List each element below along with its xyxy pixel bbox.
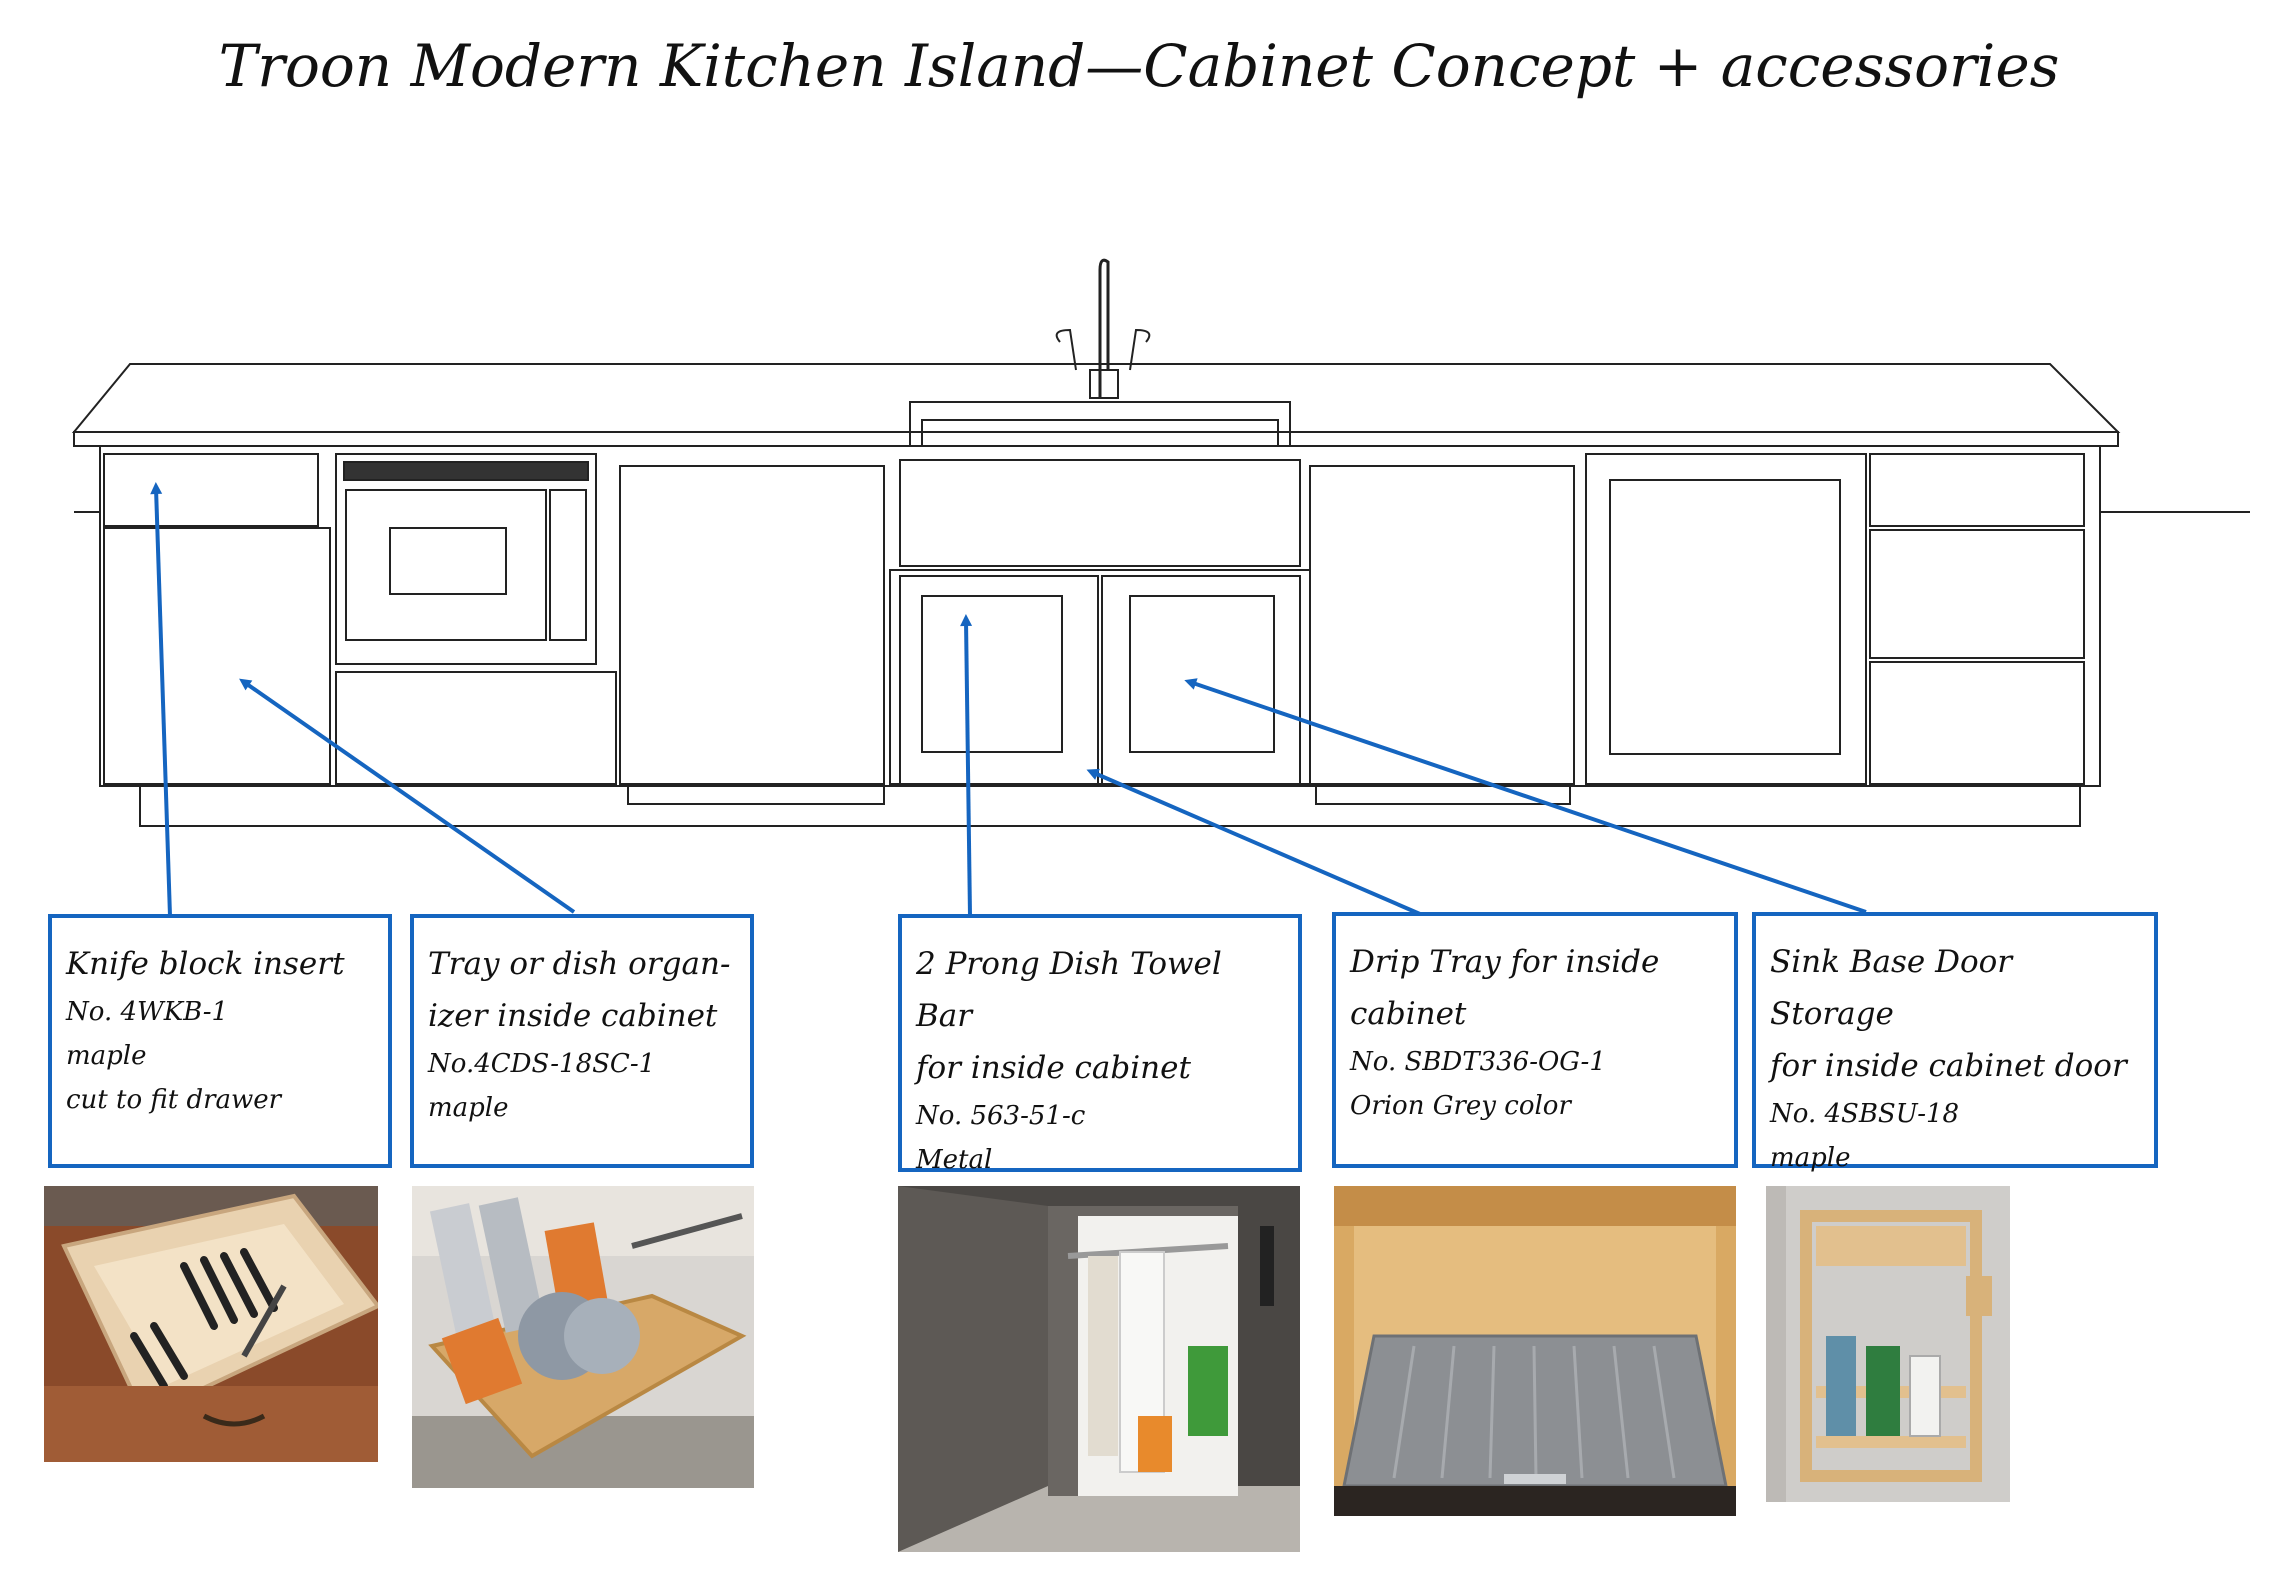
callout-color: Orion Grey color bbox=[1350, 1091, 1571, 1121]
callout-heading-1: 2 Prong Dish Towel Bar bbox=[916, 946, 1222, 1034]
callout-part-number: No. 4WKB-1 bbox=[66, 997, 229, 1027]
callout-note: cut to fit drawer bbox=[66, 1085, 282, 1115]
left-dishwasher bbox=[619, 465, 885, 785]
towel-bar-photo bbox=[898, 1186, 1300, 1552]
callout-material: maple bbox=[1770, 1143, 1851, 1173]
callout-towel-bar: 2 Prong Dish Towel Bar for inside cabine… bbox=[898, 914, 1302, 1175]
callout-dish-organizer: Tray or dish organ- izer inside cabinet … bbox=[410, 914, 754, 1168]
callout-material: Metal bbox=[916, 1145, 993, 1175]
callout-part-number: No. SBDT336-OG-1 bbox=[1350, 1047, 1606, 1077]
callout-material: maple bbox=[428, 1093, 509, 1123]
door-storage-photo bbox=[1766, 1186, 2010, 1502]
callout-part-number: No. 563-51-c bbox=[916, 1101, 1086, 1131]
arrow-knife-block bbox=[150, 482, 172, 917]
callout-heading-1: Sink Base Door Storage bbox=[1770, 944, 2013, 1032]
sink-apron bbox=[899, 459, 1301, 567]
knife-block-insert-photo bbox=[44, 1186, 378, 1462]
callout-heading-2: for inside cabinet bbox=[916, 1050, 1191, 1086]
callout-heading-1: Drip Tray for inside bbox=[1350, 944, 1660, 980]
drip-tray-photo bbox=[1334, 1186, 1736, 1516]
callout-heading-2: for inside cabinet door bbox=[1770, 1048, 2127, 1084]
callout-material: maple bbox=[66, 1041, 147, 1071]
callout-heading-1: Tray or dish organ- bbox=[428, 946, 731, 982]
callout-knife-block-insert: Knife block insert No. 4WKB-1 maple cut … bbox=[48, 914, 392, 1168]
left-door bbox=[103, 527, 331, 785]
arrow-dish-organizer bbox=[239, 678, 576, 914]
drawer-stack bbox=[1869, 453, 2085, 527]
arrow-door-storage bbox=[1184, 678, 1867, 914]
arrow-drip-tray bbox=[1086, 768, 1421, 916]
microwave-drawer bbox=[335, 453, 597, 665]
page-title: Troon Modern Kitchen Island—Cabinet Conc… bbox=[218, 32, 2060, 100]
farmhouse-sink bbox=[909, 401, 1291, 447]
callout-heading: Knife block insert bbox=[66, 946, 345, 982]
arrow-towel-bar bbox=[960, 614, 973, 917]
callout-drip-tray: Drip Tray for inside cabinet No. SBDT336… bbox=[1332, 912, 1738, 1168]
callout-heading-2: izer inside cabinet bbox=[428, 998, 718, 1034]
callout-part-number: No.4CDS-18SC-1 bbox=[428, 1049, 656, 1079]
faucet bbox=[1098, 258, 1110, 398]
callout-door-storage: Sink Base Door Storage for inside cabine… bbox=[1752, 912, 2158, 1173]
callout-heading-2: cabinet bbox=[1350, 996, 1467, 1032]
left-drawer bbox=[103, 453, 319, 527]
right-door-cabinet bbox=[1585, 453, 1867, 785]
callout-part-number: No. 4SBSU-18 bbox=[1770, 1099, 1960, 1129]
tray-dish-organizer-photo bbox=[412, 1186, 754, 1488]
